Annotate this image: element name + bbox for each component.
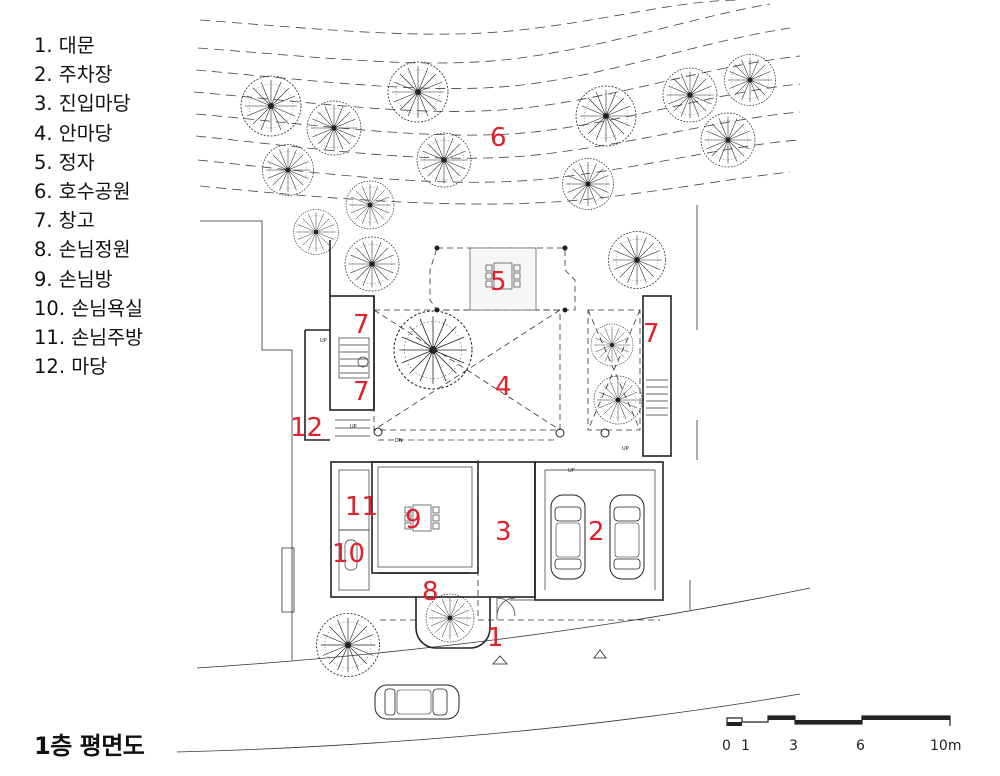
legend-item: 6. 호수공원 xyxy=(34,180,131,204)
legend-item: 7. 창고 xyxy=(34,209,95,233)
scale-tick-label: 0 xyxy=(722,738,731,754)
label-6: 6 xyxy=(490,123,507,153)
scale-tick-label: 10m xyxy=(930,738,961,754)
lake-contours xyxy=(193,0,801,205)
level-marks: UP UP UP UP DN xyxy=(320,338,629,474)
label-7: 7 xyxy=(353,377,370,407)
label-12: 12 xyxy=(290,413,323,443)
label-8: 8 xyxy=(422,577,439,607)
site-boundary xyxy=(176,205,811,753)
pavilion xyxy=(373,245,610,438)
scale-tick-label: 1 xyxy=(741,738,750,754)
legend-item: 8. 손님정원 xyxy=(34,238,131,262)
label-4: 4 xyxy=(495,372,512,402)
label-7: 7 xyxy=(353,310,370,340)
legend-item: 1. 대문 xyxy=(34,34,95,57)
building-walls xyxy=(304,240,672,649)
scale-bar: 0 1 3 6 10m xyxy=(722,715,961,754)
label-11: 11 xyxy=(345,492,378,522)
building-inner-lines xyxy=(335,337,668,620)
label-5: 5 xyxy=(490,267,507,297)
legend-item: 10. 손님욕실 xyxy=(34,296,143,320)
plan-title: 1층 평면도 xyxy=(34,732,145,760)
label-9: 9 xyxy=(405,505,422,535)
scale-tick-label: 6 xyxy=(856,738,865,754)
legend-item: 5. 정자 xyxy=(34,150,95,174)
scale-tick-label: 3 xyxy=(789,738,798,754)
trees xyxy=(240,54,776,678)
legend-item: 11. 손님주방 xyxy=(34,326,143,350)
up-mark: UP xyxy=(320,338,327,344)
label-2: 2 xyxy=(588,517,605,547)
dn-mark: DN xyxy=(395,438,403,444)
up-mark: UP xyxy=(622,446,629,452)
legend-list: 1. 대문 2. 주차장 3. 진입마당 4. 안마당 5. 정자 6. 호수공… xyxy=(34,31,143,381)
up-mark: UP xyxy=(350,424,357,430)
legend-item: 3. 진입마당 xyxy=(34,92,131,116)
up-mark: UP xyxy=(568,468,575,474)
entry-markers xyxy=(492,649,607,665)
label-10: 10 xyxy=(332,539,365,569)
legend-item: 9. 손님방 xyxy=(34,267,113,291)
plan-labels: 1 2 3 4 5 6 7 7 7 8 9 10 11 12 xyxy=(290,123,660,653)
legend-item: 4. 안마당 xyxy=(34,121,113,145)
label-7: 7 xyxy=(643,319,660,349)
legend-item: 2. 주차장 xyxy=(34,63,113,87)
courtyard-lines xyxy=(373,247,660,621)
legend-item: 12. 마당 xyxy=(34,355,108,379)
label-1: 1 xyxy=(487,623,504,653)
label-3: 3 xyxy=(495,517,512,547)
